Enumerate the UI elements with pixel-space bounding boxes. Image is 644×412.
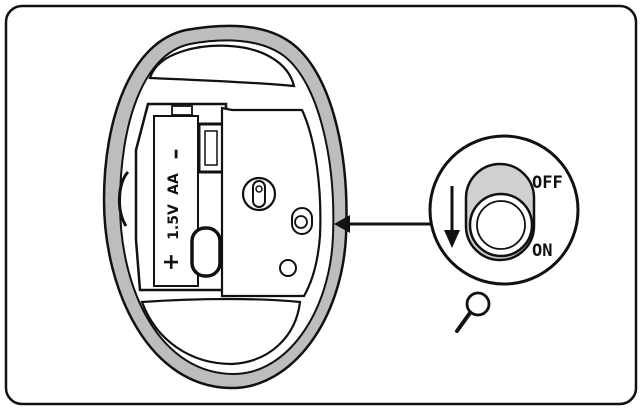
pointer-arrow-icon [334, 215, 434, 233]
positive-terminal [190, 226, 222, 278]
switch-off-label: OFF [532, 173, 563, 193]
battery-type-label: AA [166, 173, 182, 195]
battery-minus-sign: – [163, 149, 188, 160]
top-glide-pad [148, 44, 296, 88]
power-switch-small-knob [294, 215, 308, 229]
battery-compartment: + 1.5V AA – [134, 102, 228, 292]
optical-sensor-dot [255, 185, 263, 193]
battery-clip-top [171, 105, 193, 116]
switch-knob-inner [476, 200, 526, 250]
battery-plus-sign: + [159, 253, 184, 271]
optical-sensor-lens [252, 180, 266, 208]
bottom-glide-pad [140, 297, 302, 366]
switch-zoom-detail: OFF ON [428, 134, 580, 286]
battery-voltage-label: 1.5V [166, 204, 182, 240]
mouse-underside: + 1.5V AA – [102, 24, 348, 390]
switch-on-label: ON [532, 241, 552, 261]
negative-terminal-inner [204, 130, 218, 166]
connect-button [279, 259, 297, 277]
side-bump [118, 170, 130, 227]
sensor-panel [220, 106, 322, 298]
direction-arrow-icon [444, 186, 460, 248]
magnifier-icon [455, 291, 491, 333]
